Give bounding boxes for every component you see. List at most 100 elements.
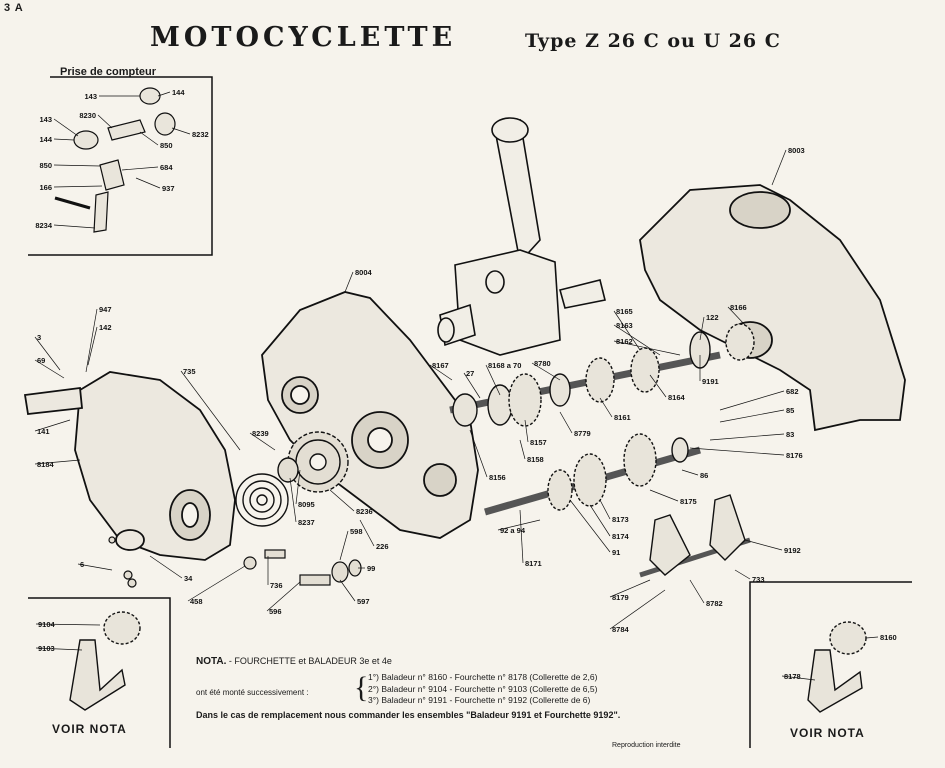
leader-line — [599, 397, 613, 418]
leader-line — [329, 489, 355, 512]
part-label-8156: 8156 — [489, 473, 506, 482]
part-label-8095: 8095 — [298, 500, 315, 509]
leader-line — [85, 308, 98, 373]
part-label-8236: 8236 — [356, 507, 373, 516]
leader-line — [289, 477, 297, 523]
part-label-8782: 8782 — [706, 599, 723, 608]
leader-line — [34, 359, 65, 379]
nota-lines: 1°) Baladeur n° 8160 - Fourchette n° 817… — [368, 672, 597, 707]
leader-line — [97, 114, 113, 129]
left-cover — [23, 371, 236, 561]
leader-line — [187, 565, 246, 602]
part-label-458: 458 — [190, 597, 203, 606]
nota-heading-text: - FOURCHETTE et BALADEUR 3e et 4e — [228, 656, 392, 666]
part-label-8158: 8158 — [527, 455, 544, 464]
leader-line — [34, 336, 61, 371]
counter-nut — [139, 87, 161, 105]
part-label-8168-a-70: 8168 a 70 — [488, 361, 521, 370]
part-label-86: 86 — [700, 471, 708, 480]
counter-body — [107, 119, 146, 141]
counter-label-8234: 8234 — [35, 221, 53, 230]
right-inset-fork — [807, 621, 867, 713]
part-label-142: 142 — [99, 323, 112, 332]
counter-label-850: 850 — [160, 141, 173, 150]
part-label-34: 34 — [184, 574, 193, 583]
nota-title: NOTA. — [196, 656, 227, 667]
leader-line — [53, 185, 103, 188]
part-label-8003: 8003 — [788, 146, 805, 155]
counter-inset-title: Prise de compteur — [60, 66, 156, 78]
right-inset-caption: VOIR NOTA — [790, 726, 865, 740]
leader-line — [35, 623, 101, 626]
leader-line — [53, 164, 101, 167]
leader-line — [429, 364, 453, 381]
nota-line-3: 3°) Baladeur n° 9191 - Fourchette n° 919… — [368, 695, 591, 705]
leader-line — [295, 469, 301, 505]
part-label-8174: 8174 — [612, 532, 630, 541]
leader-line — [180, 370, 241, 451]
leader-line — [709, 433, 785, 441]
left-inset-caption: VOIR NOTA — [52, 722, 127, 736]
leader-line — [485, 364, 501, 396]
small-hardware — [108, 536, 362, 588]
part-label-8237: 8237 — [298, 518, 315, 527]
leader-line — [519, 439, 526, 460]
part-label-596: 596 — [269, 607, 282, 616]
leader-line — [157, 91, 171, 97]
part-label-8161: 8161 — [614, 413, 631, 422]
part-label-92-a-94: 92 a 94 — [500, 526, 526, 535]
kickstart-pedal — [23, 386, 83, 415]
leader-line — [463, 372, 481, 399]
part-label-8179: 8179 — [612, 593, 629, 602]
leader-line — [599, 499, 611, 520]
part-label-8166: 8166 — [730, 303, 747, 312]
part-label-8184: 8184 — [37, 460, 55, 469]
leader-line — [734, 569, 751, 580]
part-label-8784: 8784 — [612, 625, 630, 634]
leader-line — [35, 647, 83, 651]
leader-line — [121, 166, 159, 171]
counter-label-166: 166 — [39, 183, 52, 192]
gear-cluster-lower — [484, 433, 701, 516]
counter-label-684: 684 — [160, 163, 173, 172]
left-inset-frame — [28, 597, 171, 748]
part-label-226: 226 — [376, 542, 389, 551]
counter-label-143: 143 — [39, 115, 52, 124]
leader-line — [613, 324, 661, 356]
page-subtitle: Type Z 26 C ou U 26 C — [525, 30, 781, 52]
leader-line — [865, 636, 879, 639]
left-inset-fork — [69, 611, 141, 711]
part-label-8167: 8167 — [432, 361, 449, 370]
page-title: MOTOCYCLETTE — [150, 22, 457, 53]
leader-line — [609, 589, 666, 630]
part-label-9192: 9192 — [784, 546, 801, 555]
leader-line — [469, 429, 488, 478]
leader-line — [649, 374, 667, 398]
part-label-682: 682 — [786, 387, 799, 396]
center-crankcase — [261, 291, 479, 539]
leader-line — [613, 310, 641, 351]
leader-line — [727, 306, 746, 326]
leader-line — [519, 509, 524, 564]
part-label-8239: 8239 — [252, 429, 269, 438]
right-inset-frame — [749, 581, 912, 748]
leader-line — [359, 519, 375, 547]
nota-intro: ont été monté successivement : — [196, 688, 309, 697]
leader-line — [689, 447, 785, 456]
counter-gear — [154, 112, 176, 136]
leader-line — [771, 149, 787, 186]
part-label-3: 3 — [37, 333, 41, 342]
leader-line — [34, 419, 71, 432]
sprocket — [277, 431, 349, 493]
leader-line — [249, 432, 276, 451]
counter-label-8232: 8232 — [192, 130, 209, 139]
leader-line — [344, 271, 354, 293]
counter-washer — [73, 130, 99, 150]
nota-heading: NOTA. - FOURCHETTE et BALADEUR 3e et 4e — [196, 655, 392, 668]
page-number: 3 A — [4, 2, 24, 14]
right-crankcase — [639, 184, 906, 432]
part-label-8780: 8780 — [534, 359, 551, 368]
crankshaft — [437, 117, 606, 356]
